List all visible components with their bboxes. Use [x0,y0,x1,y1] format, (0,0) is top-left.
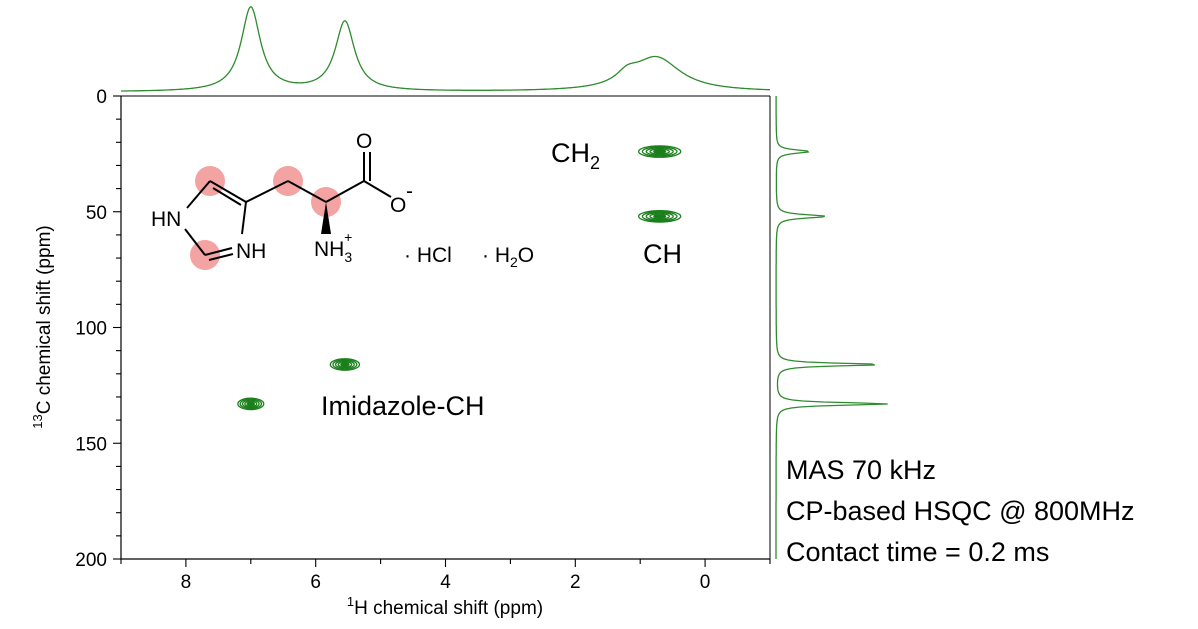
x-tick-label: 6 [310,572,321,593]
wedge-bond [321,202,331,234]
structure-bonds [184,152,392,261]
contour-level [237,397,265,411]
condition-mas: MAS 70 kHz [786,455,936,485]
y-tick-label: 50 [86,203,107,224]
mol-hcl: · HCl [404,244,452,267]
mol-nh3-plus: + [344,229,352,245]
x-tick-label: 8 [181,572,192,593]
contour-level [241,399,260,409]
contour-level [637,210,682,223]
y-axis-title-sup: 13 [30,414,45,428]
13c-projection-trace [775,96,888,559]
cross-peaks [237,145,682,411]
contour-level [649,213,671,220]
contour-level [244,400,258,408]
y-tick-label: 150 [75,434,107,455]
histidine-structure: HN NH O O - NH3+ · HCl · H2O [151,130,534,270]
mol-charge-minus: - [406,180,413,203]
mol-nh3: NH3 + [314,229,352,265]
ch2-annotation: CH2 [551,138,600,173]
cross-peak [329,358,361,371]
x-axis-title-text: H chemical shift (ppm) [354,598,543,619]
mol-o-minus: O [390,194,406,217]
cross-peak [237,397,265,411]
ch-annotation: CH [643,239,682,269]
contour-level [653,149,667,154]
cross-peak [637,145,682,158]
mol-nh: NH [236,240,266,263]
axis-ticks [113,95,771,567]
y-tick-label: 100 [75,319,107,340]
mol-h2o-pre: · H [482,244,510,267]
contour-level [645,147,674,156]
ch2-annotation-main: CH [551,138,590,168]
mol-h2o: · H2O [482,244,534,270]
contour-level [334,360,355,369]
y-axis-title-text: C chemical shift (ppm) [34,225,55,414]
imidazole-annotation: Imidazole-CH [321,391,485,421]
contour-level [641,146,678,157]
contour-level [645,212,674,221]
contour-level [246,401,256,407]
y-tick-label: 200 [75,550,107,571]
1h-projection-trace [121,6,770,92]
x-tick-label: 4 [440,572,451,593]
contour-level [653,214,667,219]
condition-contact-time: Contact time = 0.2 ms [786,537,1049,567]
contour-level [637,145,682,158]
y-tick-label: 0 [96,87,107,108]
cross-peak [637,210,682,223]
contour-level [337,361,353,368]
x-axis-title-sup: 1 [347,594,354,609]
contour-level [649,148,671,155]
mol-nh3-sub: 3 [344,249,352,265]
contour-level [239,398,263,410]
mol-nh3-main: NH [314,238,344,261]
ch2-annotation-sub: 2 [590,153,600,173]
x-axis-title: 1H chemical shift (ppm) [347,594,543,619]
y-axis-title: 13C chemical shift (ppm) [30,225,55,428]
contour-level [329,358,361,371]
mol-o-top: O [356,130,372,153]
x-tick-label: 0 [700,572,711,593]
contour-level [340,362,350,367]
condition-hsqc: CP-based HSQC @ 800MHz [786,496,1135,526]
mol-h2o-sub: 2 [510,254,518,270]
x-tick-label: 2 [570,572,581,593]
contour-level [641,211,678,222]
contour-level [332,359,358,370]
mol-h2o-post: O [518,244,534,267]
mol-hn: HN [151,208,181,231]
